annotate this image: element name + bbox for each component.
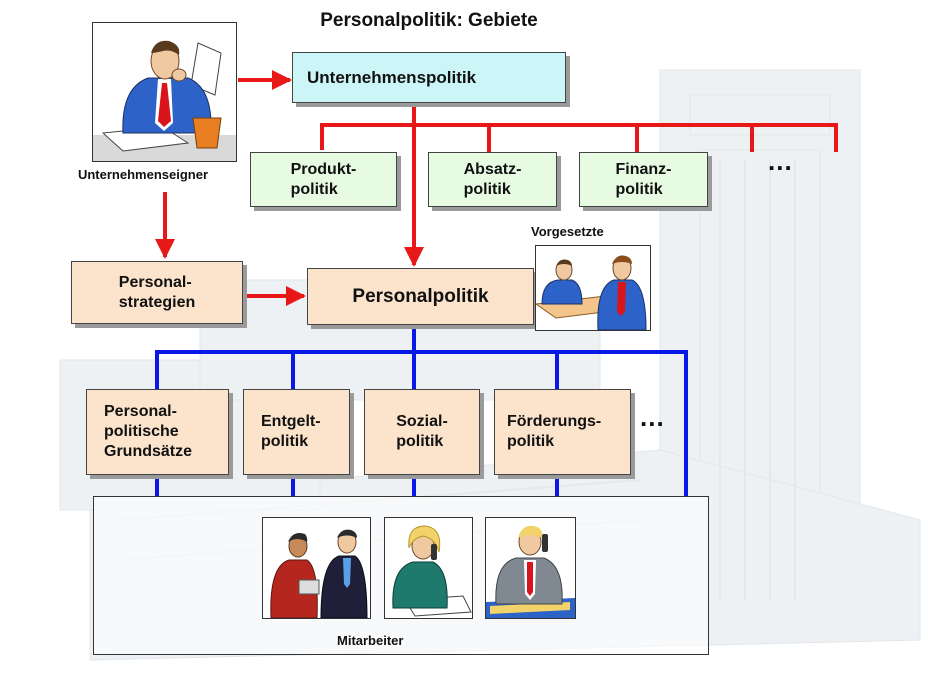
sub-policies-more: ... [768, 146, 793, 176]
businessman-thinking-icon [93, 40, 236, 161]
pay-policy-box: Entgelt- politik [243, 389, 350, 475]
supervisors-label: Vorgesetzte [531, 224, 604, 239]
hr-strategies-box: Personal- strategien [71, 261, 243, 324]
social-policy-label: Sozial- politik [396, 413, 448, 450]
supervisors-picture [535, 245, 651, 331]
pay-policy-label: Entgelt- politik [261, 413, 321, 450]
employee-picture-2 [384, 517, 473, 619]
hr-strategies-label: Personal- strategien [118, 273, 196, 311]
product-policy-box: Produkt- politik [250, 152, 397, 207]
corporate-policy-box: Unternehmenspolitik [292, 52, 566, 103]
hr-policy-box: Personalpolitik [307, 268, 534, 325]
hr-principles-box: Personal- politische Grundsätze [86, 389, 229, 475]
sales-policy-box: Absatz- politik [428, 152, 557, 207]
finance-policy-label: Finanz- politik [615, 160, 672, 198]
hr-areas-more: ... [640, 402, 665, 432]
diagram-title: Personalpolitik: Gebiete [320, 10, 538, 31]
hr-policy-label: Personalpolitik [352, 285, 489, 307]
finance-policy-box: Finanz- politik [579, 152, 708, 207]
supervisors-meeting-icon [536, 255, 647, 330]
product-policy-label: Produkt- politik [290, 160, 357, 198]
owner-picture [92, 22, 237, 162]
promotion-policy-box: Förderungs- politik [494, 389, 631, 475]
employees-label: Mitarbeiter [337, 633, 404, 648]
social-policy-box: Sozial- politik [364, 389, 480, 475]
hr-principles-label: Personal- politische Grundsätze [104, 403, 193, 460]
promotion-policy-label: Förderungs- politik [507, 413, 602, 450]
man-on-phone-icon [486, 525, 575, 618]
sub-policy-bus [320, 123, 838, 152]
workers-talking-icon [270, 529, 368, 618]
corporate-policy-label: Unternehmenspolitik [307, 67, 477, 87]
sales-policy-label: Absatz- politik [463, 160, 522, 198]
employee-picture-1 [262, 517, 371, 619]
employee-picture-3 [485, 517, 576, 619]
woman-on-phone-icon [392, 525, 472, 617]
owner-label: Unternehmenseigner [77, 167, 209, 182]
